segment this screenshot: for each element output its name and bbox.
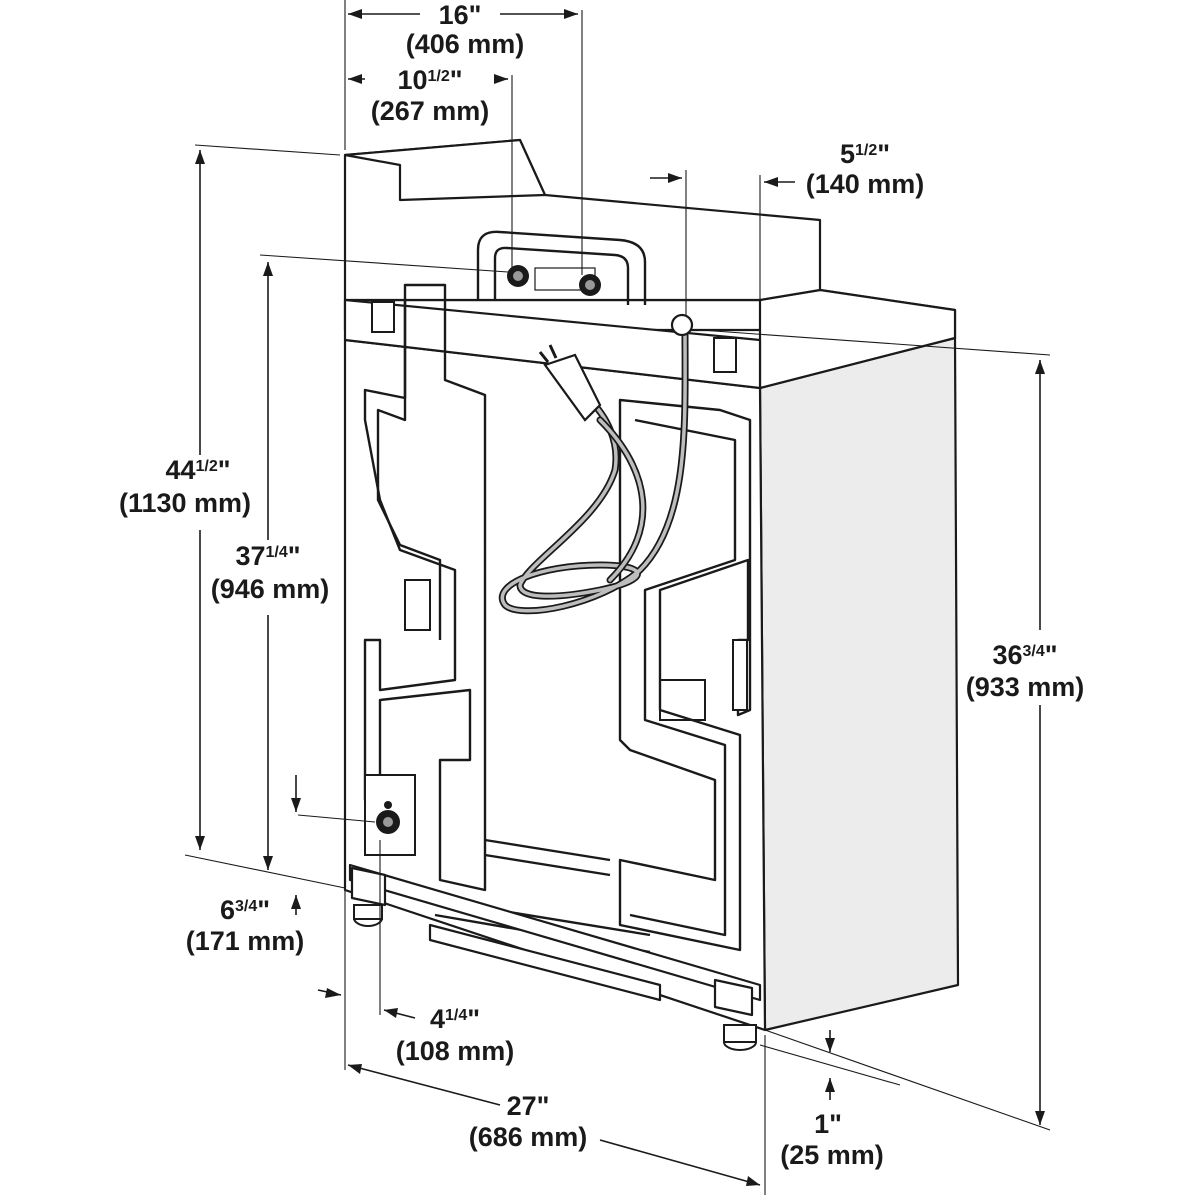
washer-illustration (343, 138, 960, 1051)
dimension-lines (184, 0, 1051, 1195)
console-handle (476, 230, 647, 305)
dim-36-75-mm: (933 mm) (966, 672, 1085, 702)
dim-16-label: 16" (439, 0, 482, 30)
rear-top-strip (343, 298, 762, 390)
dim-37-25-mm: (946 mm) (211, 574, 330, 604)
right-hinge-icon (713, 337, 737, 373)
base-trim (428, 923, 662, 1002)
right-rear-emboss-inner (629, 418, 737, 937)
dim-10-5-mm: (267 mm) (371, 96, 490, 126)
dim-6-75-mm: (171 mm) (186, 926, 305, 956)
left-rear-emboss-inner (376, 300, 442, 640)
dim-27-label: 27" (507, 1091, 550, 1121)
left-hinge-icon (371, 301, 395, 333)
dimension-arrowheads (195, 9, 1045, 1186)
dim-44-5-mm: (1130 mm) (119, 488, 251, 518)
center-channel (434, 838, 651, 954)
left-corner-bracket (350, 866, 387, 907)
dim-27-mm: (686 mm) (469, 1122, 588, 1152)
dim-1-label: 1" (814, 1109, 842, 1139)
dim-5-5-label: 51/2" (840, 139, 890, 169)
bottom-rail (348, 863, 762, 1002)
dim-6-75-label: 63/4" (220, 895, 270, 925)
power-cord-icon (499, 313, 694, 615)
dimension-labels: 16" (406 mm) 101/2" (267 mm) 51/2" (140 … (119, 0, 1084, 1170)
dim-37-25-label: 371/4" (235, 541, 300, 571)
dim-16-mm: (406 mm) (406, 29, 525, 59)
dim-4-25-mm: (108 mm) (396, 1036, 515, 1066)
dim-36-75-label: 363/4" (992, 640, 1057, 670)
dim-44-5-label: 441/2" (165, 455, 230, 485)
dim-1-mm: (25 mm) (780, 1140, 884, 1170)
washer-side-panel (758, 336, 960, 1032)
dim-5-5-mm: (140 mm) (806, 169, 925, 199)
right-corner-bracket (713, 978, 754, 1017)
dim-10-5-label: 101/2" (397, 65, 462, 95)
dim-4-25-label: 41/4" (430, 1004, 480, 1034)
control-console-top (343, 138, 547, 202)
